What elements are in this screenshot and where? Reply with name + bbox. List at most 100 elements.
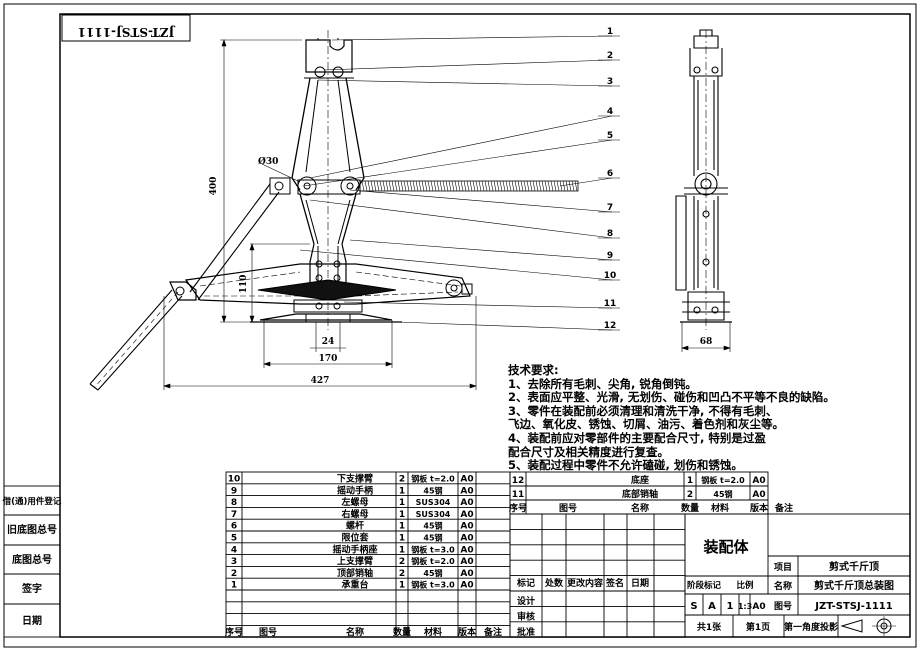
bom-header-cell: 序号 <box>509 502 527 514</box>
callout-number: 4 <box>607 107 613 117</box>
dim-24: 24 <box>322 337 335 347</box>
drawing-no-label: 图号 <box>774 601 792 612</box>
tech-note-line: 1、去除所有毛刺、尖角, 锐角倒钝。 <box>508 376 697 391</box>
bom-row-no: 6 <box>231 522 237 532</box>
title-block-lines <box>3 471 911 638</box>
technical-requirements: 技术要求: 1、去除所有毛刺、尖角, 锐角倒钝。 2、表面应平整、光滑, 无划伤… <box>508 363 913 473</box>
drawing-name: 剪式千斤顶总装图 <box>814 579 894 592</box>
bom-row-qty: 1 <box>687 476 693 486</box>
bom-row-version: A0 <box>460 522 473 532</box>
callout-leader <box>303 139 613 187</box>
bom-row-name: 底座 <box>631 474 649 486</box>
bom-row-material: 钢板 t=2.0 <box>411 474 455 484</box>
tech-note-line: 2、表面应平整、光滑, 无划伤、碰伤和凹凸不平等不良的缺陷。 <box>508 390 835 405</box>
screw-rod <box>359 180 579 192</box>
callout-number: 8 <box>607 229 613 239</box>
bom-row-no: 10 <box>228 475 241 485</box>
handle-seat <box>269 177 291 195</box>
bom-row-material: 钢板 t=2.0 <box>411 556 455 566</box>
bom-row-no: 11 <box>512 490 525 500</box>
bom-row-material: 45钢 <box>423 533 442 543</box>
bom-row-no: 3 <box>231 557 237 567</box>
bom-row-version: A0 <box>460 486 473 496</box>
side-stamp-label: 签字 <box>21 582 42 595</box>
callout-number: 1 <box>607 27 613 37</box>
bom-row-no: 5 <box>231 534 237 544</box>
stage-mark: A <box>708 601 716 612</box>
bom-header-cell: 图号 <box>559 503 577 514</box>
callout-leader <box>309 115 613 179</box>
bom-row-name: 摇动手柄座 <box>332 543 377 555</box>
tech-note-line: 3、零件在装配前必须清理和清洗干净, 不得有毛刺、 <box>508 403 778 418</box>
bom-header-cell: 备注 <box>483 626 502 638</box>
bom-row-no: 7 <box>231 510 237 520</box>
bom-row-version: A0 <box>752 490 765 500</box>
bom-row-no: 4 <box>231 545 237 555</box>
bom-header-cell: 名称 <box>346 626 364 638</box>
name-label: 名称 <box>774 580 792 592</box>
bom-row-qty: 2 <box>399 475 405 485</box>
side-stamp-label: 旧底图总号 <box>7 523 57 536</box>
bom-row-version: A0 <box>460 581 473 591</box>
callout-leader <box>397 321 613 331</box>
bom-row-name: 限位套 <box>341 532 369 544</box>
callout-leader <box>559 177 613 187</box>
scale-label: 比例 <box>736 580 754 591</box>
bom-row-version: A0 <box>460 534 473 544</box>
bom-row-no: 1 <box>231 581 237 591</box>
bom-row-material: 45钢 <box>423 521 442 531</box>
outer-frame <box>3 3 917 648</box>
bom-row-name: 下支撑臂 <box>337 473 373 485</box>
stage-mark: S <box>690 601 697 612</box>
bom-row-qty: 2 <box>687 490 693 500</box>
side-view <box>675 29 732 330</box>
project-label: 项目 <box>774 562 792 573</box>
bom-row-version: A0 <box>460 569 473 579</box>
bom-row-qty: 1 <box>399 545 405 555</box>
dim-height: 400 <box>209 177 219 196</box>
dim-dia: Ø30 <box>258 156 278 167</box>
dim-side: 68 <box>700 337 713 347</box>
revision-header-cell: 日期 <box>631 577 649 589</box>
bom-row-no: 2 <box>231 569 237 579</box>
side-stamp-label: 底图总号 <box>12 553 52 566</box>
projection-label: 第一角度投影 <box>784 621 838 633</box>
part-name: 装配体 <box>702 538 749 556</box>
bom-header-cell: 名称 <box>631 502 649 514</box>
bom-row-qty: 1 <box>399 498 405 508</box>
revision-header-cell: 更改内容 <box>567 577 603 589</box>
callout-number: 9 <box>607 251 613 261</box>
code-stamp-box <box>61 14 191 42</box>
bom-row-name: 右螺母 <box>340 508 368 520</box>
callout-number: 3 <box>607 77 613 87</box>
callout-leader <box>323 59 613 71</box>
drawing-no: JZT-STSJ-1111 <box>814 601 892 612</box>
bom-row-version: A0 <box>752 476 765 486</box>
callout-leader <box>309 199 613 239</box>
bom-header-cell: 备注 <box>774 502 793 514</box>
bom-row-qty: 1 <box>399 522 405 532</box>
callout-leader <box>349 189 613 213</box>
bom-row-material: 45钢 <box>423 485 442 495</box>
bom-row-material: 钢板 t=3.0 <box>411 544 455 554</box>
bom-row-qty: 2 <box>399 557 405 567</box>
bom-row-no: 12 <box>512 476 525 486</box>
tech-note-line: 5、装配过程中零件不允许磕碰, 划伤和锈蚀。 <box>508 458 743 473</box>
bom-header-cell: 数量 <box>681 502 699 514</box>
callout-number: 7 <box>607 203 613 213</box>
bom-row-no: 8 <box>231 498 237 508</box>
bom-row-name: 底部销轴 <box>622 488 658 500</box>
bom-row-qty: 1 <box>399 510 405 520</box>
crank-handle <box>189 183 280 301</box>
stage-mark: 1 <box>727 601 734 612</box>
bom-row-name: 顶部销轴 <box>337 567 373 579</box>
project-name: 剪式千斤顶 <box>829 560 879 573</box>
bom-row-version: A0 <box>460 475 473 485</box>
bom-row-material: SUS304 <box>416 498 451 507</box>
bom-row-qty: 1 <box>399 534 405 544</box>
dimensions <box>163 39 731 390</box>
center-pin-right <box>340 176 360 196</box>
bom-row-version: A0 <box>460 510 473 520</box>
